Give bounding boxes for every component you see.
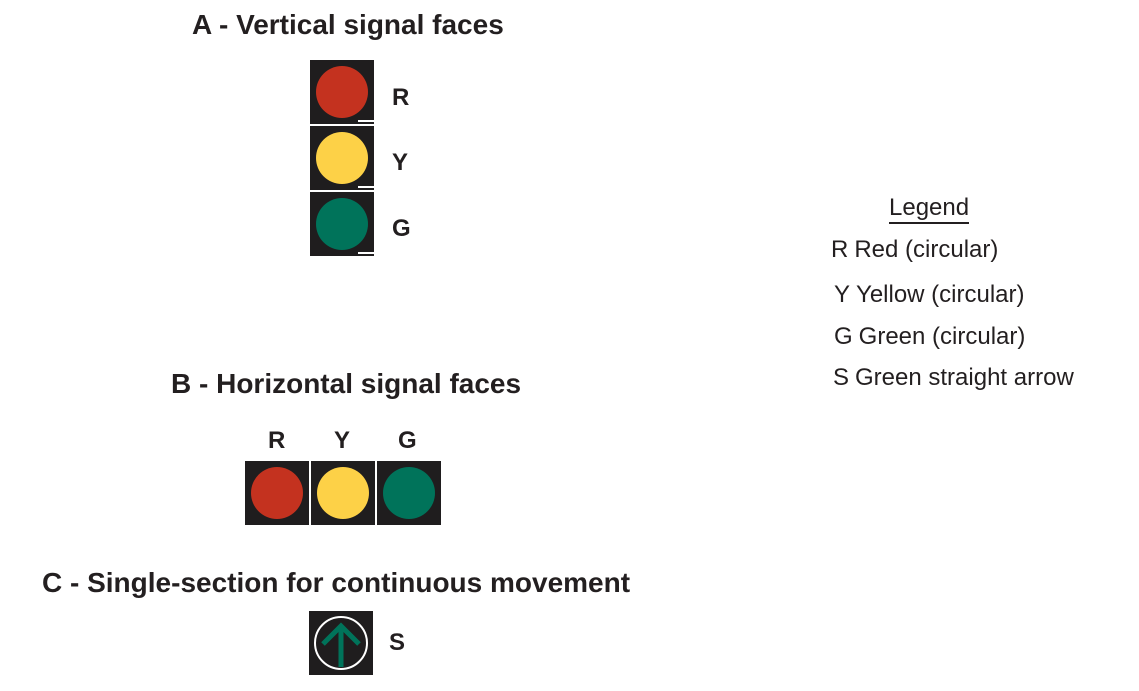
section-b-title: B - Horizontal signal faces: [171, 368, 522, 399]
green-circular-lamp-icon: [383, 467, 435, 519]
red-circular-lamp-icon: [251, 467, 303, 519]
vertical-yellow-section: [310, 126, 374, 190]
section-c-title: C - Single-section for continuous moveme…: [42, 567, 631, 598]
legend-key: G: [834, 323, 853, 350]
legend-text: Green (circular): [858, 323, 1026, 350]
legend-key: Y: [834, 281, 851, 308]
legend-text: Green straight arrow: [855, 364, 1074, 391]
horizontal-green-section: [377, 461, 441, 525]
legend-text: Yellow (circular): [856, 281, 1025, 308]
yellow-circular-lamp-icon: [316, 132, 368, 184]
single-label-s: S: [389, 629, 406, 656]
legend-text: Red (circular): [854, 236, 999, 263]
vertical-label-g: G: [392, 215, 411, 242]
legend-key: S: [833, 364, 850, 391]
green-straight-arrow-icon: [314, 616, 368, 670]
vertical-red-section: [310, 60, 374, 124]
legend-title: Legend: [889, 196, 970, 224]
vertical-label-y: Y: [392, 149, 409, 176]
horizontal-label-y: Y: [334, 427, 351, 454]
green-circular-lamp-icon: [316, 198, 368, 250]
single-section-box: [309, 611, 373, 675]
section-tick: [358, 120, 374, 122]
vertical-green-section: [310, 192, 374, 256]
horizontal-label-g: G: [398, 427, 417, 454]
section-a-title: A - Vertical signal faces: [192, 9, 504, 40]
section-tick: [358, 186, 374, 188]
horizontal-yellow-section: [311, 461, 375, 525]
horizontal-red-section: [245, 461, 309, 525]
red-circular-lamp-icon: [316, 66, 368, 118]
yellow-circular-lamp-icon: [317, 467, 369, 519]
legend-key: R: [831, 236, 849, 263]
section-tick: [358, 252, 374, 254]
vertical-label-r: R: [392, 84, 410, 111]
horizontal-label-r: R: [268, 427, 286, 454]
